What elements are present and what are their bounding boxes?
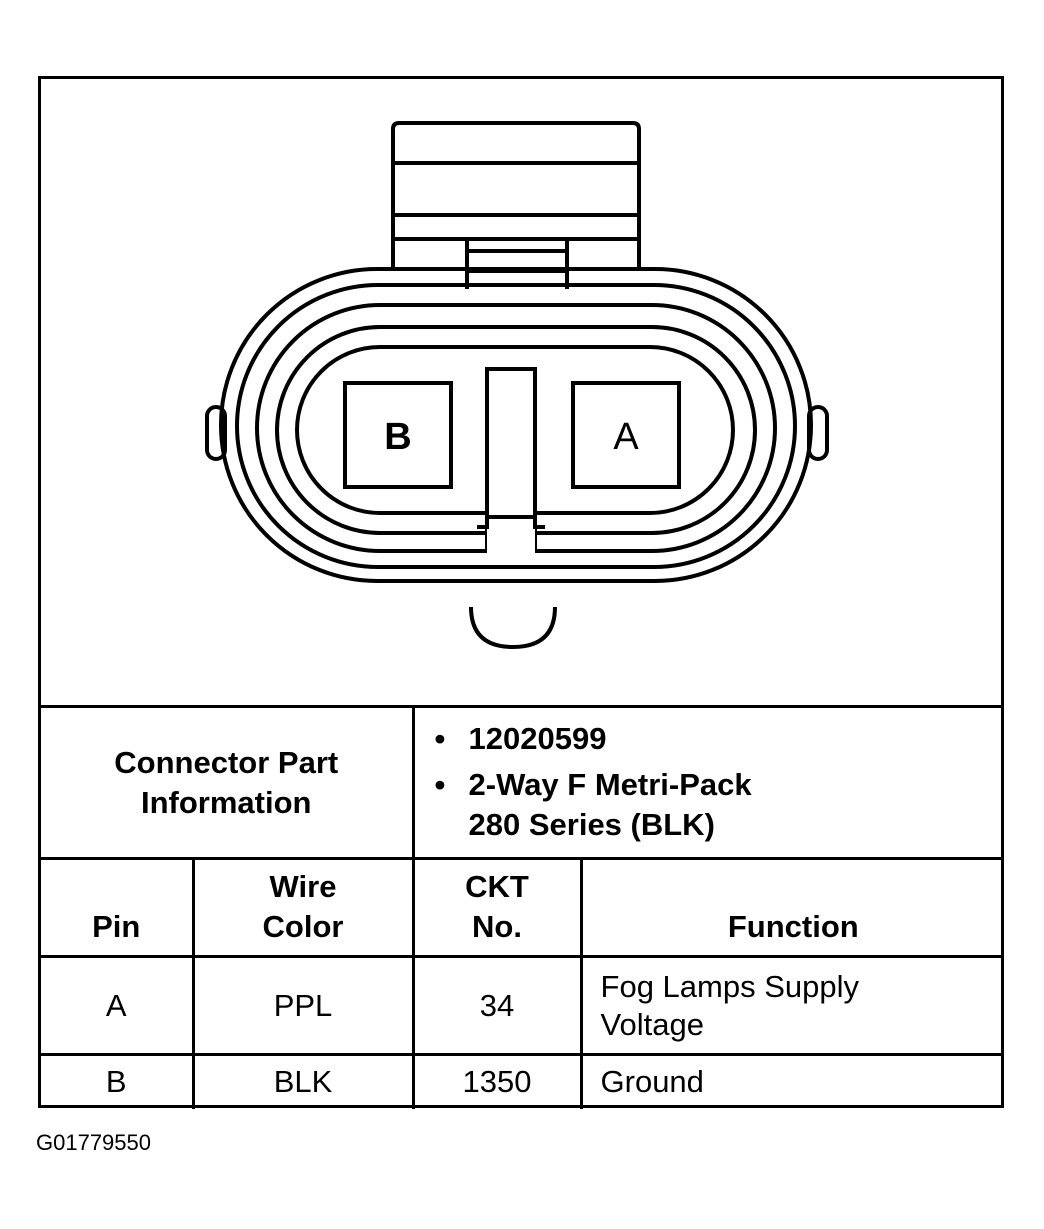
diagram-frame: B A Connector Part Information •12020599… — [38, 76, 1005, 1109]
header-wire-color: Wire Color — [191, 857, 415, 958]
function-cell: Fog Lamps Supply Voltage — [579, 955, 1005, 1056]
table-header-row: Pin Wire Color CKT No. Function — [41, 857, 1005, 958]
cavity-b — [343, 381, 453, 489]
connector-latch-tab — [391, 121, 641, 269]
connector-diagram: B A — [205, 121, 829, 650]
table-row: A PPL 34 Fog Lamps Supply Voltage — [41, 955, 1005, 1056]
table-row: B BLK 1350 Ground — [41, 1053, 1005, 1109]
ckt-no-cell: 34 — [411, 955, 583, 1056]
connector-table: Connector Part Information •12020599 •2-… — [41, 705, 1005, 1109]
connector-side-ear-right — [807, 405, 829, 461]
connector-bottom-key — [469, 606, 557, 650]
part-info-item: •12020599 — [435, 719, 1005, 759]
header-pin: Pin — [41, 857, 195, 958]
header-ckt-no: CKT No. — [411, 857, 583, 958]
part-info-list: •12020599 •2-Way F Metri-Pack 280 Series… — [435, 709, 1005, 857]
cavity-b-label: B — [384, 416, 411, 458]
ckt-no-cell: 1350 — [411, 1053, 583, 1109]
connector-side-ear-left — [205, 405, 227, 461]
wire-color-cell: BLK — [191, 1053, 415, 1109]
pin-cell: B — [41, 1053, 195, 1109]
pin-cell: A — [41, 955, 195, 1056]
cavity-a-label: A — [613, 416, 639, 458]
figure-id: G01779550 — [36, 1130, 151, 1155]
part-info-row: Connector Part Information •12020599 •2-… — [41, 705, 1005, 860]
bullet-icon: • — [434, 766, 446, 802]
part-info-label: Connector Part Information — [41, 705, 415, 860]
wire-color-cell: PPL — [191, 955, 415, 1056]
part-info-item: •2-Way F Metri-Pack 280 Series (BLK) — [434, 766, 752, 842]
part-info-values: •12020599 •2-Way F Metri-Pack 280 Series… — [411, 705, 1005, 860]
cavity-a — [571, 381, 681, 489]
function-cell: Ground — [579, 1053, 1005, 1109]
bullet-icon: • — [434, 720, 446, 756]
header-function: Function — [579, 857, 1005, 958]
connector-center-divider — [485, 367, 537, 549]
